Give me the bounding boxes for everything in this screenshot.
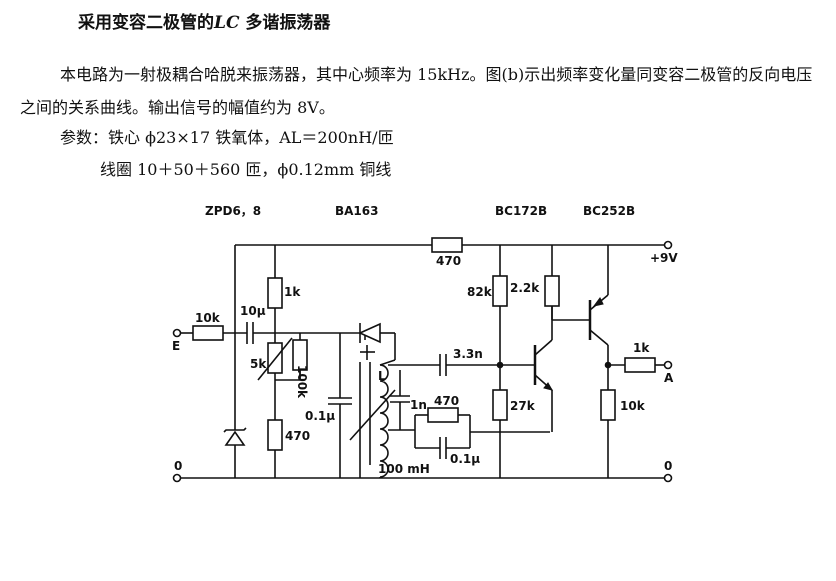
page-title: 采用变容二极管的LC 多谐振荡器 [78,8,330,33]
input-terminal-e [172,328,182,338]
label-r-top: 470 [436,254,461,268]
inductor-adjust-arrow [349,389,396,441]
label-node-e: E [172,339,180,353]
title-lc: LC [214,13,240,33]
q1-emitter-arrow [543,382,554,391]
resistor-470-bottom [267,419,283,451]
label-r-470-bottom: 470 [285,429,310,443]
label-r-470-mid: 470 [434,394,459,408]
resistor-82k [492,275,508,307]
label-r-82k: 82k [467,285,493,299]
q1-collector [534,339,553,356]
params-line-2: 线圈 10＋50＋560 匝，ϕ0.12mm 铜线 [100,160,392,179]
label-c-3n3: 3.3n [453,347,483,361]
resistor-2k2 [544,275,560,307]
label-q1: BC172B [495,204,547,218]
label-inductor-value: 100 mH [378,462,430,476]
q2-collector [589,329,609,346]
resistor-10k-right [600,389,616,421]
label-r-10k-right: 10k [620,399,646,413]
zener-bar [223,427,247,433]
wire [379,359,396,366]
label-r-100k: 100k [295,365,309,399]
label-c-in: 10μ [240,304,266,318]
varactor-diode-symbol [358,322,381,344]
q2-emitter-arrow [592,297,604,307]
label-r-1k-left: 1k [284,285,301,299]
resistor-470-top [431,237,463,253]
label-inductor: L [378,369,386,383]
junction-dot [496,361,504,369]
resistor-470-mid [427,407,459,423]
label-varactor: BA163 [335,204,378,218]
resistor-1k-left [267,277,283,309]
label-pot: 5k [250,357,267,371]
label-c-01-right: 0.1μ [450,452,480,466]
supply-terminal [663,240,673,250]
label-supply: +9V [650,251,678,265]
label-c-1n: 1n [410,398,427,412]
label-q2: BC252B [583,204,635,218]
inductor-coil [379,364,389,478]
ground-terminal-left [172,473,182,483]
label-r-2k2: 2.2k [510,281,540,295]
label-c-01-left: 0.1μ [305,409,335,423]
label-gnd-right: 0 [664,459,672,473]
title-suffix: 多谐振荡器 [245,13,331,33]
potentiometer-arrow [257,337,293,381]
resistor-10k-input [192,325,224,341]
label-node-a: A [664,371,674,385]
label-gnd-left: 0 [174,459,182,473]
resistor-27k [492,389,508,421]
zener-diode-symbol [224,430,246,446]
params-line-1: 参数：铁心 ϕ23×17 铁氧体，AL＝200nH/匝 [60,128,394,147]
label-r-27k: 27k [510,399,536,413]
resistor-1k-output [624,357,656,373]
output-terminal-a [663,360,673,370]
label-zener: ZPD6，8 [205,204,261,218]
description-paragraph: 本电路为一射极耦合哈脱来振荡器，其中心频率为 15kHz。图(b)示出频率变化量… [20,65,813,117]
label-r-out: 1k [633,341,650,355]
title-prefix: 采用变容二极管的 [78,13,214,33]
label-r-in: 10k [195,311,221,325]
ground-terminal-right [663,473,673,483]
